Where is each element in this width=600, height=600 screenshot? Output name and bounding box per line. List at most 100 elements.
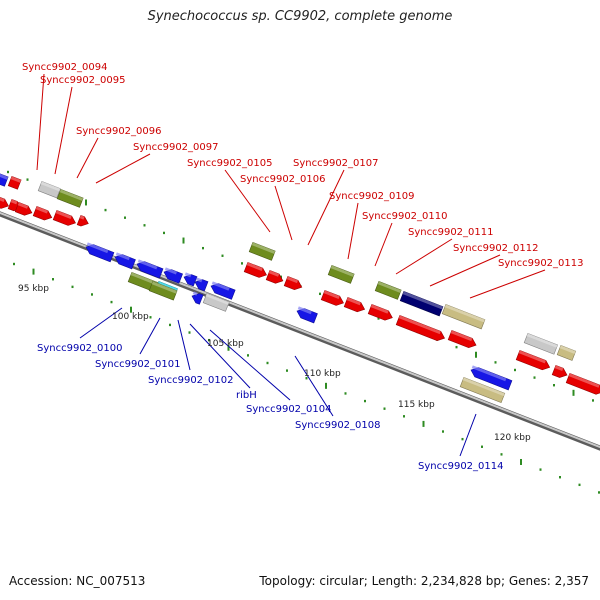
top-gene-2-leader	[54, 86, 73, 175]
scale-label-6: 120 kbp	[494, 433, 531, 443]
gene-arrow-39-shine	[130, 272, 158, 286]
gene-arrow-24-shine	[211, 281, 230, 291]
scale-label-5: 115 kbp	[398, 400, 435, 410]
label-leaders	[36, 73, 546, 457]
gene-arrow-23-shine	[195, 277, 203, 283]
gene-arrow-33	[327, 264, 355, 284]
top-gene-4-leader	[95, 153, 151, 184]
gene-arrow-16	[551, 364, 568, 378]
gene-arrow-17	[565, 372, 600, 395]
gene-arrow-5	[52, 209, 76, 226]
scale-label-1: 95 kbp	[18, 284, 49, 294]
gene-arrow-13-shine	[398, 315, 441, 335]
gene-arrow-36-shine	[444, 304, 485, 323]
gene-arrow-38	[556, 344, 577, 361]
gene-arrow-28	[0, 172, 9, 187]
top-gene-2-label: Syncc9902_0095	[40, 75, 126, 86]
gene-arrow-11	[343, 296, 366, 313]
bottom-gene-6-label: Syncc9902_0108	[295, 420, 381, 431]
gene-arrow-20-shine	[137, 259, 158, 270]
gene-arrow-38-body	[556, 344, 577, 361]
top-gene-9-leader	[374, 222, 393, 267]
gene-arrow-20	[136, 259, 164, 279]
gene-features	[0, 172, 600, 404]
top-gene-1-label: Syncc9902_0094	[22, 62, 108, 73]
gene-arrow-42	[202, 292, 230, 312]
gene-arrow-42-body	[202, 292, 230, 312]
gene-arrow-34-shine	[377, 281, 402, 293]
gene-arrow-32	[248, 241, 276, 261]
gene-arrow-35	[399, 290, 444, 317]
gene-arrow-43-shine	[462, 377, 505, 397]
gene-arrow-36	[441, 303, 486, 330]
gene-arrow-7-shine	[246, 262, 263, 271]
bottom-gene-3-label: Syncc9902_0102	[148, 375, 234, 386]
top-gene-8-label: Syncc9902_0109	[329, 191, 415, 202]
gene-arrow-8-shine	[268, 270, 280, 277]
gene-arrow-17-shine	[568, 373, 600, 388]
bottom-gene-6-leader	[294, 355, 334, 417]
top-gene-7-label: Syncc9902_0107	[293, 158, 379, 169]
bottom-gene-5-label: Syncc9902_0104	[246, 404, 332, 415]
bottom-gene-4-leader	[189, 323, 251, 389]
bottom-gene-3-leader	[177, 319, 191, 371]
top-gene-3-label: Syncc9902_0096	[76, 126, 162, 137]
top-gene-5-label: Syncc9902_0105	[187, 158, 273, 169]
top-gene-3-leader	[76, 137, 99, 179]
gene-arrow-43	[459, 376, 506, 404]
gene-arrow-34-body	[374, 280, 402, 300]
gene-arrow-6-shine	[79, 215, 85, 220]
top-gene-9-label: Syncc9902_0110	[362, 211, 448, 222]
top-gene-12-leader	[469, 269, 546, 299]
gene-arrow-25-shine	[192, 291, 198, 296]
scale-label-2: 100 kbp	[112, 312, 149, 322]
gene-arrow-22	[183, 272, 198, 287]
gene-arrow-12-shine	[370, 304, 389, 314]
gene-arrow-31	[56, 188, 84, 208]
top-gene-7-leader	[307, 169, 345, 246]
top-gene-5-leader	[224, 169, 271, 233]
gene-arrow-33-shine	[330, 265, 355, 277]
bottom-gene-1-label: Syncc9902_0100	[37, 343, 123, 354]
top-gene-10-label: Syncc9902_0111	[408, 227, 494, 238]
gene-arrow-1-shine	[0, 193, 5, 202]
gene-arrow-27	[470, 365, 513, 391]
gene-arrow-4-shine	[35, 206, 48, 214]
gene-arrow-29-shine	[10, 176, 22, 183]
gene-arrow-25-body	[191, 293, 204, 305]
gene-arrow-3-shine	[17, 202, 29, 209]
scale-label-3: 105 kbp	[207, 339, 244, 349]
gene-arrow-16-shine	[554, 365, 564, 372]
gene-arrow-33-body	[327, 264, 355, 284]
gene-arrow-8	[265, 269, 284, 284]
gene-arrow-2-shine	[10, 199, 18, 205]
top-gene-10-leader	[395, 238, 453, 275]
gene-arrow-23	[194, 277, 209, 292]
gene-arrow-12	[367, 303, 393, 321]
bottom-gene-1-leader	[79, 307, 123, 339]
gene-arrow-28-shine	[0, 173, 9, 180]
gene-arrow-31-shine	[59, 189, 84, 201]
gene-arrow-30	[37, 180, 61, 199]
bottom-gene-5-leader	[209, 329, 291, 401]
gene-arrow-3	[14, 201, 33, 216]
gene-arrow-34	[374, 280, 402, 300]
gene-arrow-21-shine	[164, 267, 177, 275]
gene-arrow-9-shine	[286, 276, 299, 284]
gene-arrow-37	[523, 332, 559, 355]
gene-arrow-14	[447, 329, 477, 348]
gene-arrow-42-shine	[205, 293, 230, 305]
gene-arrow-26-shine	[297, 306, 312, 315]
gene-arrow-15-shine	[518, 350, 546, 364]
bottom-gene-2-label: Syncc9902_0101	[95, 359, 181, 370]
gene-arrow-19-shine	[115, 252, 130, 261]
gene-arrow-38-shine	[559, 345, 576, 354]
bottom-gene-2-leader	[139, 317, 161, 355]
gene-arrow-6	[76, 214, 89, 227]
top-gene-11-leader	[429, 254, 501, 287]
gene-arrow-41-shine	[151, 281, 178, 294]
gene-arrow-14-shine	[450, 330, 473, 342]
gene-arrow-41	[148, 280, 178, 301]
